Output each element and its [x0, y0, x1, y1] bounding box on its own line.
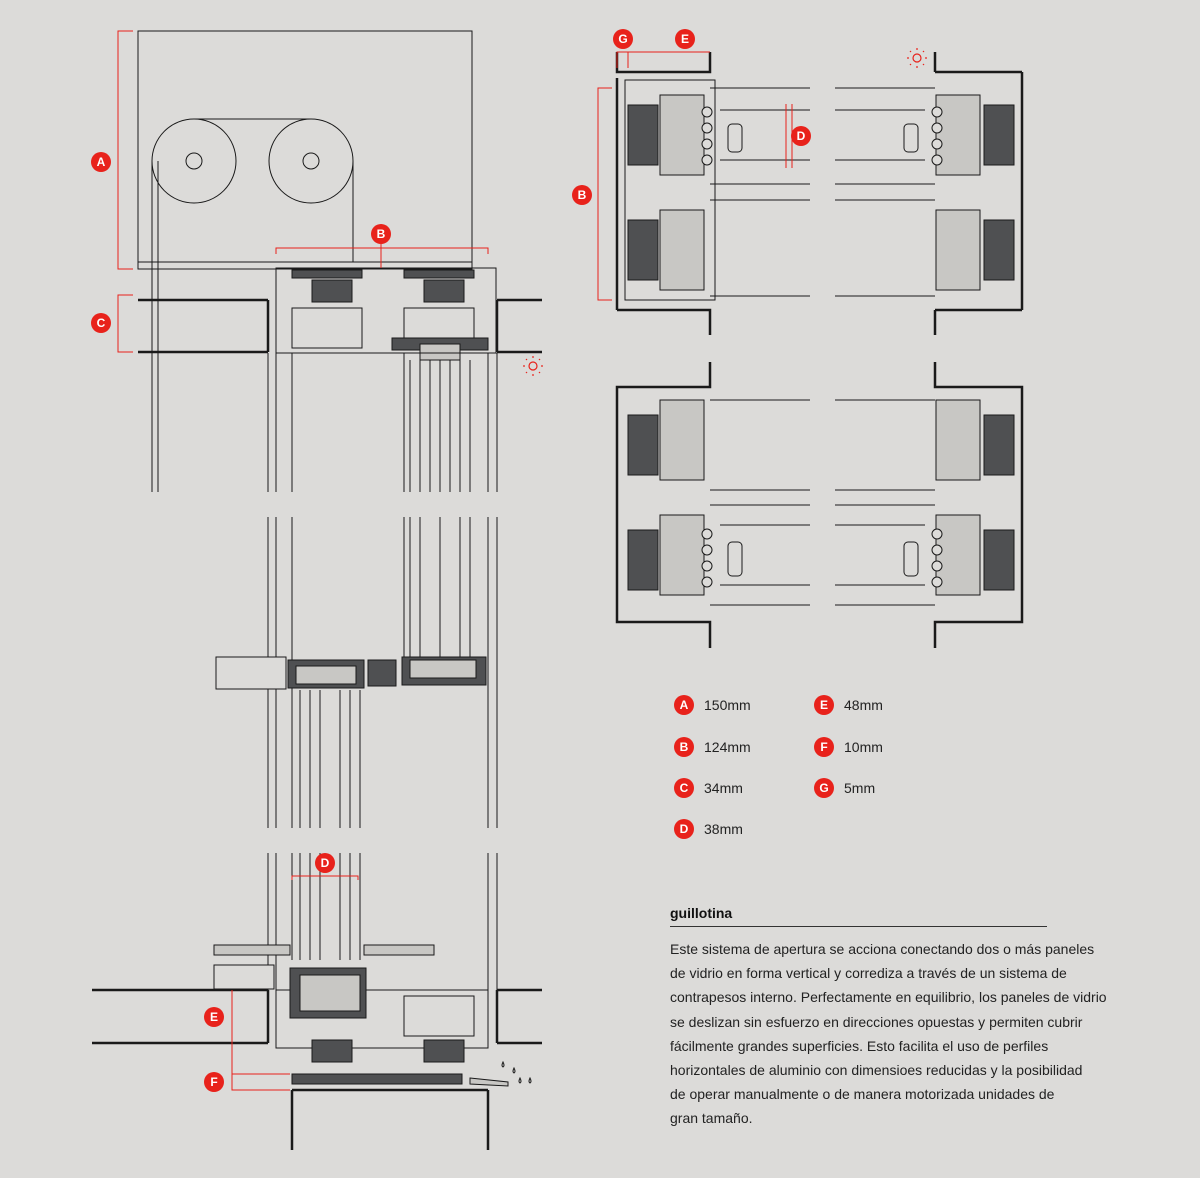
legend-marker-e: E [814, 695, 834, 715]
description-line: Este sistema de apertura se acciona cone… [670, 941, 1095, 957]
dimension-marker-f: F [204, 1072, 224, 1092]
legend-value-c: 34mm [704, 780, 743, 796]
legend-value-a: 150mm [704, 697, 751, 713]
vertical-section [92, 30, 542, 1150]
pulley-left [151, 118, 237, 204]
description-line: se deslizan sin esfuerzo en direcciones … [670, 1013, 1083, 1030]
dimension-marker-d-plan: D [791, 126, 811, 146]
legend-value-e: 48mm [844, 697, 883, 713]
legend-marker-g: G [814, 778, 834, 798]
dimension-marker-e: E [204, 1007, 224, 1027]
description-line: de vidrio en forma vertical y corrediza … [670, 965, 1067, 982]
description-line: contrapesos interno. Perfectamente en eq… [670, 989, 1107, 1006]
dimension-marker-b-plan: B [572, 185, 592, 205]
meeting-rail [215, 656, 287, 690]
sun-icon [523, 356, 543, 376]
dimension-marker-g-plan: G [613, 29, 633, 49]
description-line: fácilmente grandes superficies. Esto fac… [670, 1037, 1049, 1054]
legend-marker-c: C [674, 778, 694, 798]
dimension-marker-c: C [91, 313, 111, 333]
legend-value-g: 5mm [844, 780, 876, 796]
pulley-right [268, 118, 354, 204]
description-line: horizontales de aluminio con dimensioes … [670, 1062, 1083, 1079]
dimension-marker-a: A [91, 152, 111, 172]
sun-icon-2 [907, 48, 927, 68]
description-title: guillotina [670, 905, 733, 921]
dimension-marker-e-plan: E [675, 29, 695, 49]
description-body: Este sistema de apertura se acciona cone… [670, 937, 1120, 1131]
horizontal-section-bottom [615, 362, 1024, 648]
description-line: de operar manualmente o de manera motori… [670, 1086, 1055, 1103]
legend-value-f: 10mm [844, 739, 883, 755]
water-drop-icon [501, 1060, 532, 1084]
description-line: gran tamaño. [670, 1110, 753, 1127]
description-divider [670, 926, 1047, 927]
legend-marker-d: D [674, 819, 694, 839]
legend-value-b: 124mm [704, 739, 751, 755]
legend-marker-f: F [814, 737, 834, 757]
legend-value-d: 38mm [704, 821, 743, 837]
legend-marker-a: A [674, 695, 694, 715]
counterweight-box [137, 30, 473, 270]
dimension-marker-b: B [371, 224, 391, 244]
legend-marker-b: B [674, 737, 694, 757]
horizontal-section-top [615, 52, 1024, 335]
dimension-marker-d: D [315, 853, 335, 873]
dimension-lines [117, 30, 793, 1091]
